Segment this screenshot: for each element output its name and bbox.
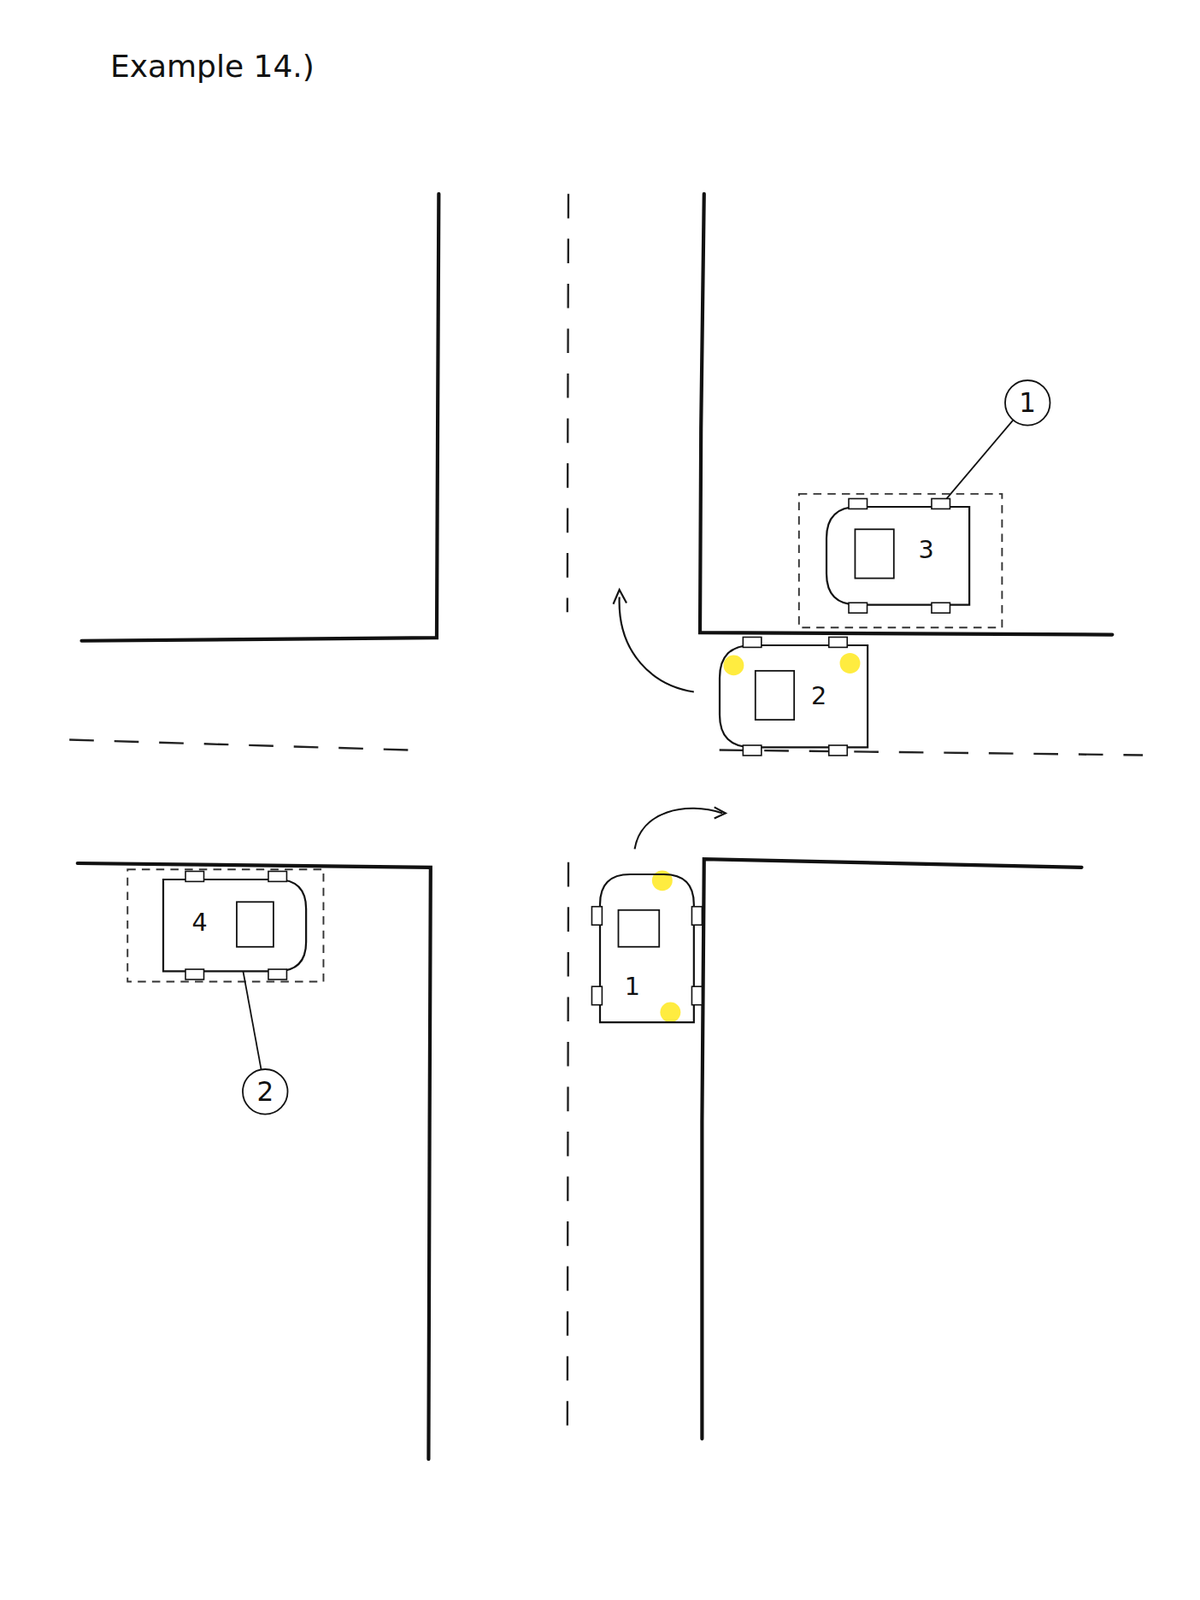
car-symbol: 3	[826, 506, 970, 606]
car-body	[600, 874, 695, 1023]
leader-stroke	[939, 420, 1013, 508]
car-body	[719, 645, 868, 748]
turn-arrow	[635, 808, 724, 850]
center-line	[567, 194, 569, 612]
car-wheel	[185, 969, 204, 980]
car-wheel	[931, 603, 950, 614]
leader-line	[242, 971, 261, 1071]
arrow-head	[613, 589, 628, 605]
car-body	[826, 506, 970, 606]
blinker-light	[723, 654, 744, 676]
car-window	[236, 901, 274, 948]
callout-circle: 2	[242, 1069, 289, 1115]
car-window	[754, 670, 794, 719]
curb-line	[77, 863, 431, 1459]
car-symbol: 2	[719, 645, 868, 748]
center-line	[719, 750, 1143, 756]
callout-number: 1	[1018, 389, 1036, 417]
callout-number: 2	[257, 1078, 275, 1106]
center-line	[69, 740, 408, 751]
car-wheel	[742, 745, 761, 756]
car-number: 3	[917, 537, 934, 563]
title: Example 14.)	[110, 48, 315, 84]
car-window	[617, 910, 659, 948]
car-wheel	[185, 871, 204, 883]
car-wheel	[268, 871, 287, 883]
car-window	[854, 529, 894, 579]
car-body	[163, 879, 306, 971]
car-number: 1	[624, 974, 641, 1000]
car-number: 2	[811, 683, 827, 709]
blinker-light	[652, 870, 673, 891]
parking-box	[127, 869, 324, 982]
car-wheel	[742, 636, 761, 648]
curb-line	[82, 194, 440, 642]
arrow-head	[714, 806, 726, 818]
curb-line	[700, 194, 1112, 636]
leader-line	[939, 420, 1013, 508]
node-outline	[600, 874, 695, 1023]
car-wheel	[848, 499, 867, 510]
car-number: 4	[191, 910, 207, 936]
callout-ring	[1005, 380, 1051, 426]
curb-line	[701, 858, 1082, 1439]
car-symbol: 1	[600, 874, 695, 1023]
center-line	[567, 862, 569, 1442]
car-wheel	[828, 636, 847, 648]
node-outline	[163, 879, 306, 971]
callout-ring	[242, 1069, 289, 1115]
callout-circle: 1	[1005, 380, 1051, 426]
car-wheel	[828, 745, 847, 756]
blinker-light	[840, 652, 861, 674]
car-wheel	[591, 906, 602, 925]
car-wheel	[848, 603, 867, 614]
car-symbol: 4	[163, 879, 306, 971]
leader-stroke	[242, 971, 261, 1071]
node-outline	[719, 645, 868, 748]
node-outline	[826, 506, 970, 606]
car-wheel	[691, 906, 702, 925]
turn-arrow	[619, 596, 695, 692]
car-wheel	[591, 986, 602, 1005]
car-wheel	[268, 969, 287, 980]
parking-box	[799, 494, 1003, 628]
blinker-light	[659, 1001, 681, 1023]
car-wheel	[691, 986, 702, 1005]
car-wheel	[931, 499, 950, 510]
